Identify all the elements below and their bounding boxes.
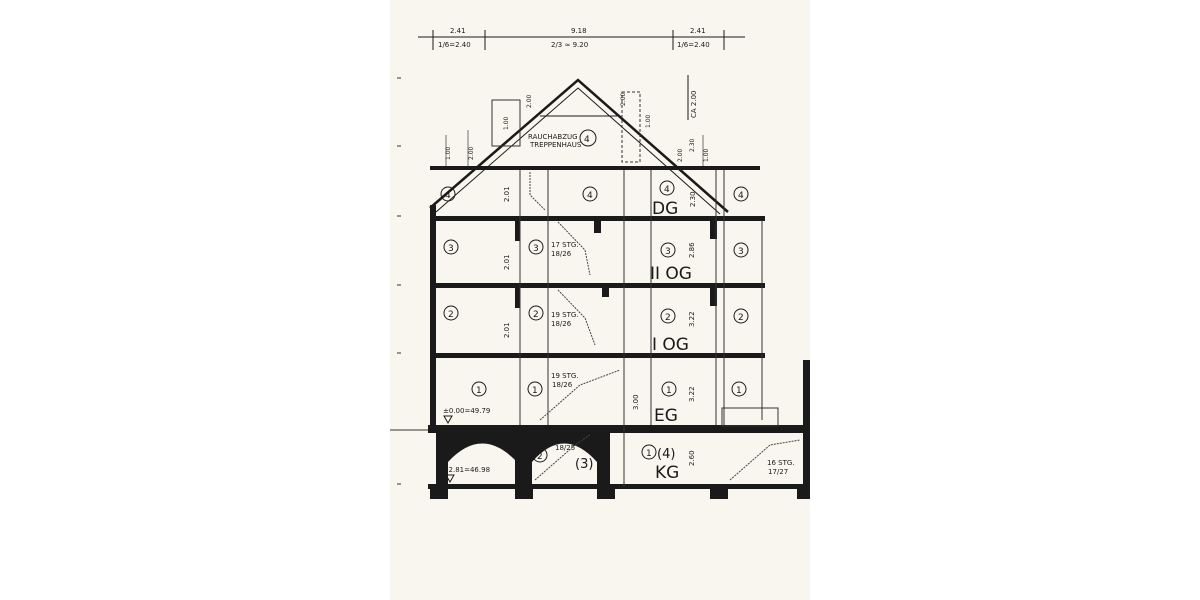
stairs-ratio-eg: 18/26 [552,381,573,389]
marker-dg: 4 [445,191,451,201]
dim-middle: 9.18 [571,27,587,35]
marker-og2: 3 [665,247,671,257]
level-eg: ±0.00=49.79 [443,407,490,415]
room-marker-labels: 4 4 4 4 3 3 3 3 2 2 2 2 1 1 1 1 2 1 (4) … [445,185,744,472]
stair-labels: 17 STG. 18/26 19 STG. 18/26 19 STG. 18/2… [551,241,795,476]
stairs-ratio-og1: 18/26 [551,320,572,328]
stairs-eg: 19 STG. [551,372,579,380]
height-og2: 2.86 [688,242,696,258]
roof-marker: 4 [584,135,590,145]
dim-left-note: 1/6=2.40 [438,41,471,49]
roof-dim-9: 1.00 [703,148,710,162]
clear-og2: 2.01 [503,254,511,270]
stairs-kg: 15 STG. [555,435,583,443]
roof-dim-6: 1.00 [645,114,652,128]
marker-og2: 3 [533,244,539,254]
roof-dim-8: 2.00 [677,148,684,162]
level-markers: ±0.00=49.79 -2.81=46.98 [443,407,490,484]
floor-name-og1: I OG [652,335,689,355]
stairs-annex: 16 STG. [767,459,795,467]
roof-note-1: RAUCHABZUG [528,133,578,141]
roof-dim-7: 2.30 [689,138,696,152]
roof-dim-4: 2.00 [526,94,533,108]
marker-kg-vault: 2 [537,452,543,462]
marker-kg: 1 [646,449,652,459]
floor-names: DG II OG I OG EG KG [650,199,692,483]
stairs [529,172,801,481]
stairs-ratio-annex: 17/27 [768,468,788,476]
dim-right-note: 1/6=2.40 [677,41,710,49]
roof-dim-1: 1.00 [445,146,452,160]
marker-eg: 1 [736,386,742,396]
dim-right: 2.41 [690,27,706,35]
room-markers [440,180,749,463]
stairs-og2: 17 STG. [551,241,579,249]
margin-ticks [390,77,430,485]
marker-eg: 1 [476,386,482,396]
ridge-dim: CA 2.00 [690,91,698,119]
floor-name-kg: KG [655,463,679,483]
marker-kg-3: (3) [575,457,593,472]
clear-og1: 2.01 [503,322,511,338]
level-kg: -2.81=46.98 [446,466,490,474]
marker-eg: 1 [666,386,672,396]
height-dg: 2.30 [689,191,697,207]
marker-og2: 3 [738,247,744,257]
building-section-drawing: 2.41 1/6=2.40 9.18 2/3 ≈ 9.20 2.41 1/6=2… [390,27,810,499]
stairs-ratio-kg: 18/25 [555,444,575,452]
floor-name-og2: II OG [650,264,692,284]
floor-name-dg: DG [652,199,678,219]
roof-dim-5: 2.00 [620,92,627,106]
height-dimensions: 2.30 2.01 2.86 2.01 3.22 2.01 3.22 3.00 … [503,186,697,466]
marker-dg: 4 [738,191,744,201]
marker-dg: 4 [664,185,670,195]
height-kg: 2.60 [688,450,696,466]
marker-og1: 2 [665,313,671,323]
dim-middle-note: 2/3 ≈ 9.20 [551,41,588,49]
height-og1: 3.22 [688,311,696,327]
roof-dimensions: 1.00 2.00 1.00 2.00 2.00 1.00 2.30 2.00 … [445,92,710,166]
height-eg: 3.22 [688,386,696,402]
stairs-ratio-og2: 18/26 [551,250,572,258]
marker-og1: 2 [533,310,539,320]
roof-dim-3: 1.00 [503,116,510,130]
roof-dim-2: 2.00 [468,146,475,160]
roof-note-2: TREPPENHAUS [529,141,582,149]
drawing-sheet: 2.41 1/6=2.40 9.18 2/3 ≈ 9.20 2.41 1/6=2… [390,0,810,600]
marker-eg: 1 [532,386,538,396]
dim-left: 2.41 [450,27,466,35]
marker-og2: 3 [448,244,454,254]
marker-kg-alt: (4) [657,447,675,462]
clear-dg: 2.01 [503,186,511,202]
marker-dg: 4 [587,191,593,201]
walls [519,170,779,487]
marker-og1: 2 [738,313,744,323]
basement-vaults [436,433,610,487]
clear-eg: 3.00 [632,394,640,410]
floor-slabs [428,166,810,499]
stairs-og1: 19 STG. [551,311,579,319]
marker-og1: 2 [448,310,454,320]
floor-name-eg: EG [654,406,678,426]
top-dimension-chain: 2.41 1/6=2.40 9.18 2/3 ≈ 9.20 2.41 1/6=2… [418,27,745,50]
roof: RAUCHABZUG TREPPENHAUS CA 2.00 4 [429,75,729,215]
